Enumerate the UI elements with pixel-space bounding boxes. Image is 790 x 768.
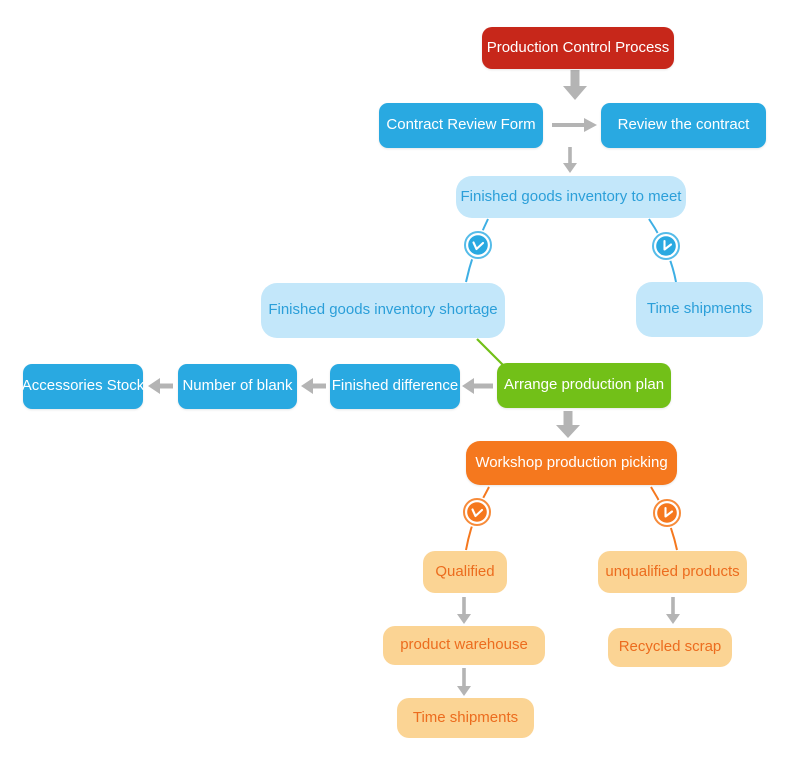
arrow-down-to-inventory bbox=[563, 147, 577, 173]
node-time-shipments-upper: Time shipments bbox=[636, 282, 763, 337]
arrow-contract-to-review bbox=[552, 118, 597, 132]
arrow-plan-to-difference bbox=[462, 378, 493, 394]
thick-arrow-top-down bbox=[563, 70, 587, 100]
node-unqualified-products: unqualified products bbox=[598, 551, 747, 593]
thick-arrow-plan-down bbox=[556, 411, 580, 438]
clock-icon-blue-right bbox=[650, 230, 682, 262]
node-finished-goods-inventory-to-meet: Finished goods inventory to meet bbox=[456, 176, 686, 218]
arrow-unqualified-to-recycled bbox=[666, 597, 680, 624]
node-product-warehouse: product warehouse bbox=[383, 626, 545, 665]
arrow-blank-to-accessories bbox=[148, 378, 173, 394]
clock-icon-orange-left bbox=[461, 496, 493, 528]
node-time-shipments-bottom: Time shipments bbox=[397, 698, 534, 738]
connector-shortage-to-plan bbox=[476, 338, 505, 367]
node-production-control-process: Production Control Process bbox=[482, 27, 674, 69]
node-number-of-blank: Number of blank bbox=[178, 364, 297, 409]
node-qualified: Qualified bbox=[423, 551, 507, 593]
node-contract-review-form: Contract Review Form bbox=[379, 103, 543, 148]
clock-icon-orange-right bbox=[651, 497, 683, 529]
node-finished-difference: Finished difference bbox=[330, 364, 460, 409]
arrow-difference-to-blank bbox=[301, 378, 326, 394]
node-workshop-production-picking: Workshop production picking bbox=[466, 441, 677, 485]
node-arrange-production-plan: Arrange production plan bbox=[497, 363, 671, 408]
node-recycled-scrap: Recycled scrap bbox=[608, 628, 732, 667]
node-review-the-contract: Review the contract bbox=[601, 103, 766, 148]
arrow-warehouse-to-shipments bbox=[457, 668, 472, 696]
node-finished-goods-inventory-shortage: Finished goods inventory shortage bbox=[261, 283, 505, 338]
arrow-qualified-to-warehouse bbox=[457, 597, 472, 624]
node-accessories-stock: Accessories Stock bbox=[22, 364, 144, 409]
clock-icon-blue-left bbox=[462, 229, 494, 261]
